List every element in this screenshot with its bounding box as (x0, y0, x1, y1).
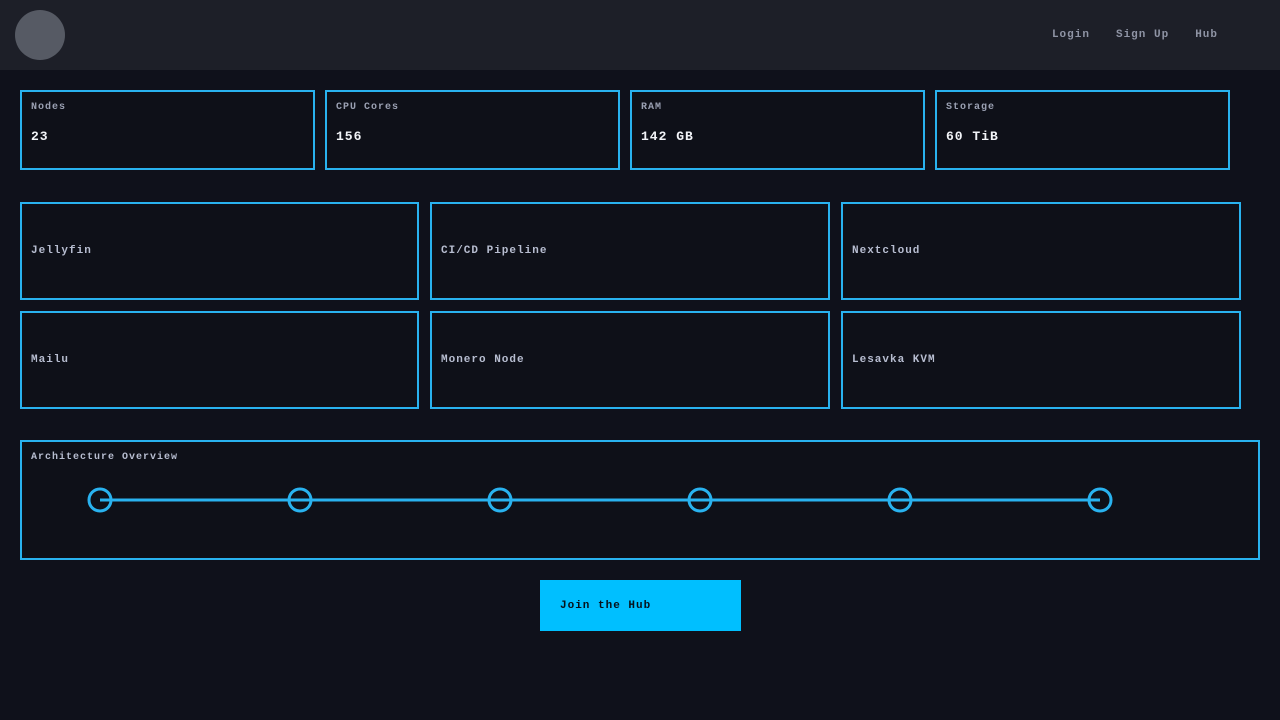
nav-link-login[interactable]: Login (1051, 29, 1090, 41)
service-card-cicd-pipeline: CI/CD Pipeline (430, 202, 830, 300)
logo-avatar[interactable] (15, 10, 65, 60)
stat-label: CPU Cores (336, 102, 400, 113)
service-title: Jellyfin (31, 245, 92, 257)
architecture-node-icon (687, 487, 713, 513)
service-card-jellyfin: Jellyfin (20, 202, 419, 300)
architecture-node-icon (1087, 487, 1113, 513)
service-title: Mailu (31, 354, 70, 366)
architecture-title: Architecture Overview (31, 452, 179, 463)
stat-card-ram: RAM 142 GB (630, 90, 925, 170)
navbar: Login Sign Up Hub (0, 0, 1280, 70)
service-card-lesavka-kvm: Lesavka KVM (841, 311, 1241, 409)
main-content: Nodes 23 CPU Cores 156 RAM 142 GB Storag… (0, 90, 1280, 631)
nav-link-hub[interactable]: Hub (1195, 29, 1218, 41)
stat-card-storage: Storage 60 TiB (935, 90, 1230, 170)
services-grid: Jellyfin CI/CD Pipeline Nextcloud Mailu … (20, 202, 1280, 409)
service-title: CI/CD Pipeline (441, 245, 548, 257)
service-title: Lesavka KVM (852, 354, 936, 366)
nav-link-signup[interactable]: Sign Up (1115, 29, 1170, 41)
architecture-node-icon (287, 487, 313, 513)
service-title: Nextcloud (852, 245, 921, 257)
nav-links: Login Sign Up Hub (1052, 29, 1218, 41)
architecture-node-icon (887, 487, 913, 513)
stat-value: 23 (31, 129, 49, 144)
service-card-monero-node: Monero Node (430, 311, 830, 409)
stat-value: 156 (336, 129, 363, 144)
architecture-node-icon (487, 487, 513, 513)
stat-label: Storage (946, 102, 996, 113)
service-card-nextcloud: Nextcloud (841, 202, 1241, 300)
stat-card-cpu-cores: CPU Cores 156 (325, 90, 620, 170)
stat-card-nodes: Nodes 23 (20, 90, 315, 170)
service-title: Monero Node (441, 354, 525, 366)
stat-label: Nodes (31, 102, 67, 113)
stat-value: 60 TiB (946, 129, 999, 144)
stat-label: RAM (641, 102, 663, 113)
join-hub-button[interactable]: Join the Hub (540, 580, 741, 631)
stats-row: Nodes 23 CPU Cores 156 RAM 142 GB Storag… (20, 90, 1280, 170)
architecture-diagram (87, 487, 1113, 513)
architecture-panel: Architecture Overview (20, 440, 1260, 560)
service-card-mailu: Mailu (20, 311, 419, 409)
architecture-node-icon (87, 487, 113, 513)
stat-value: 142 GB (641, 129, 694, 144)
